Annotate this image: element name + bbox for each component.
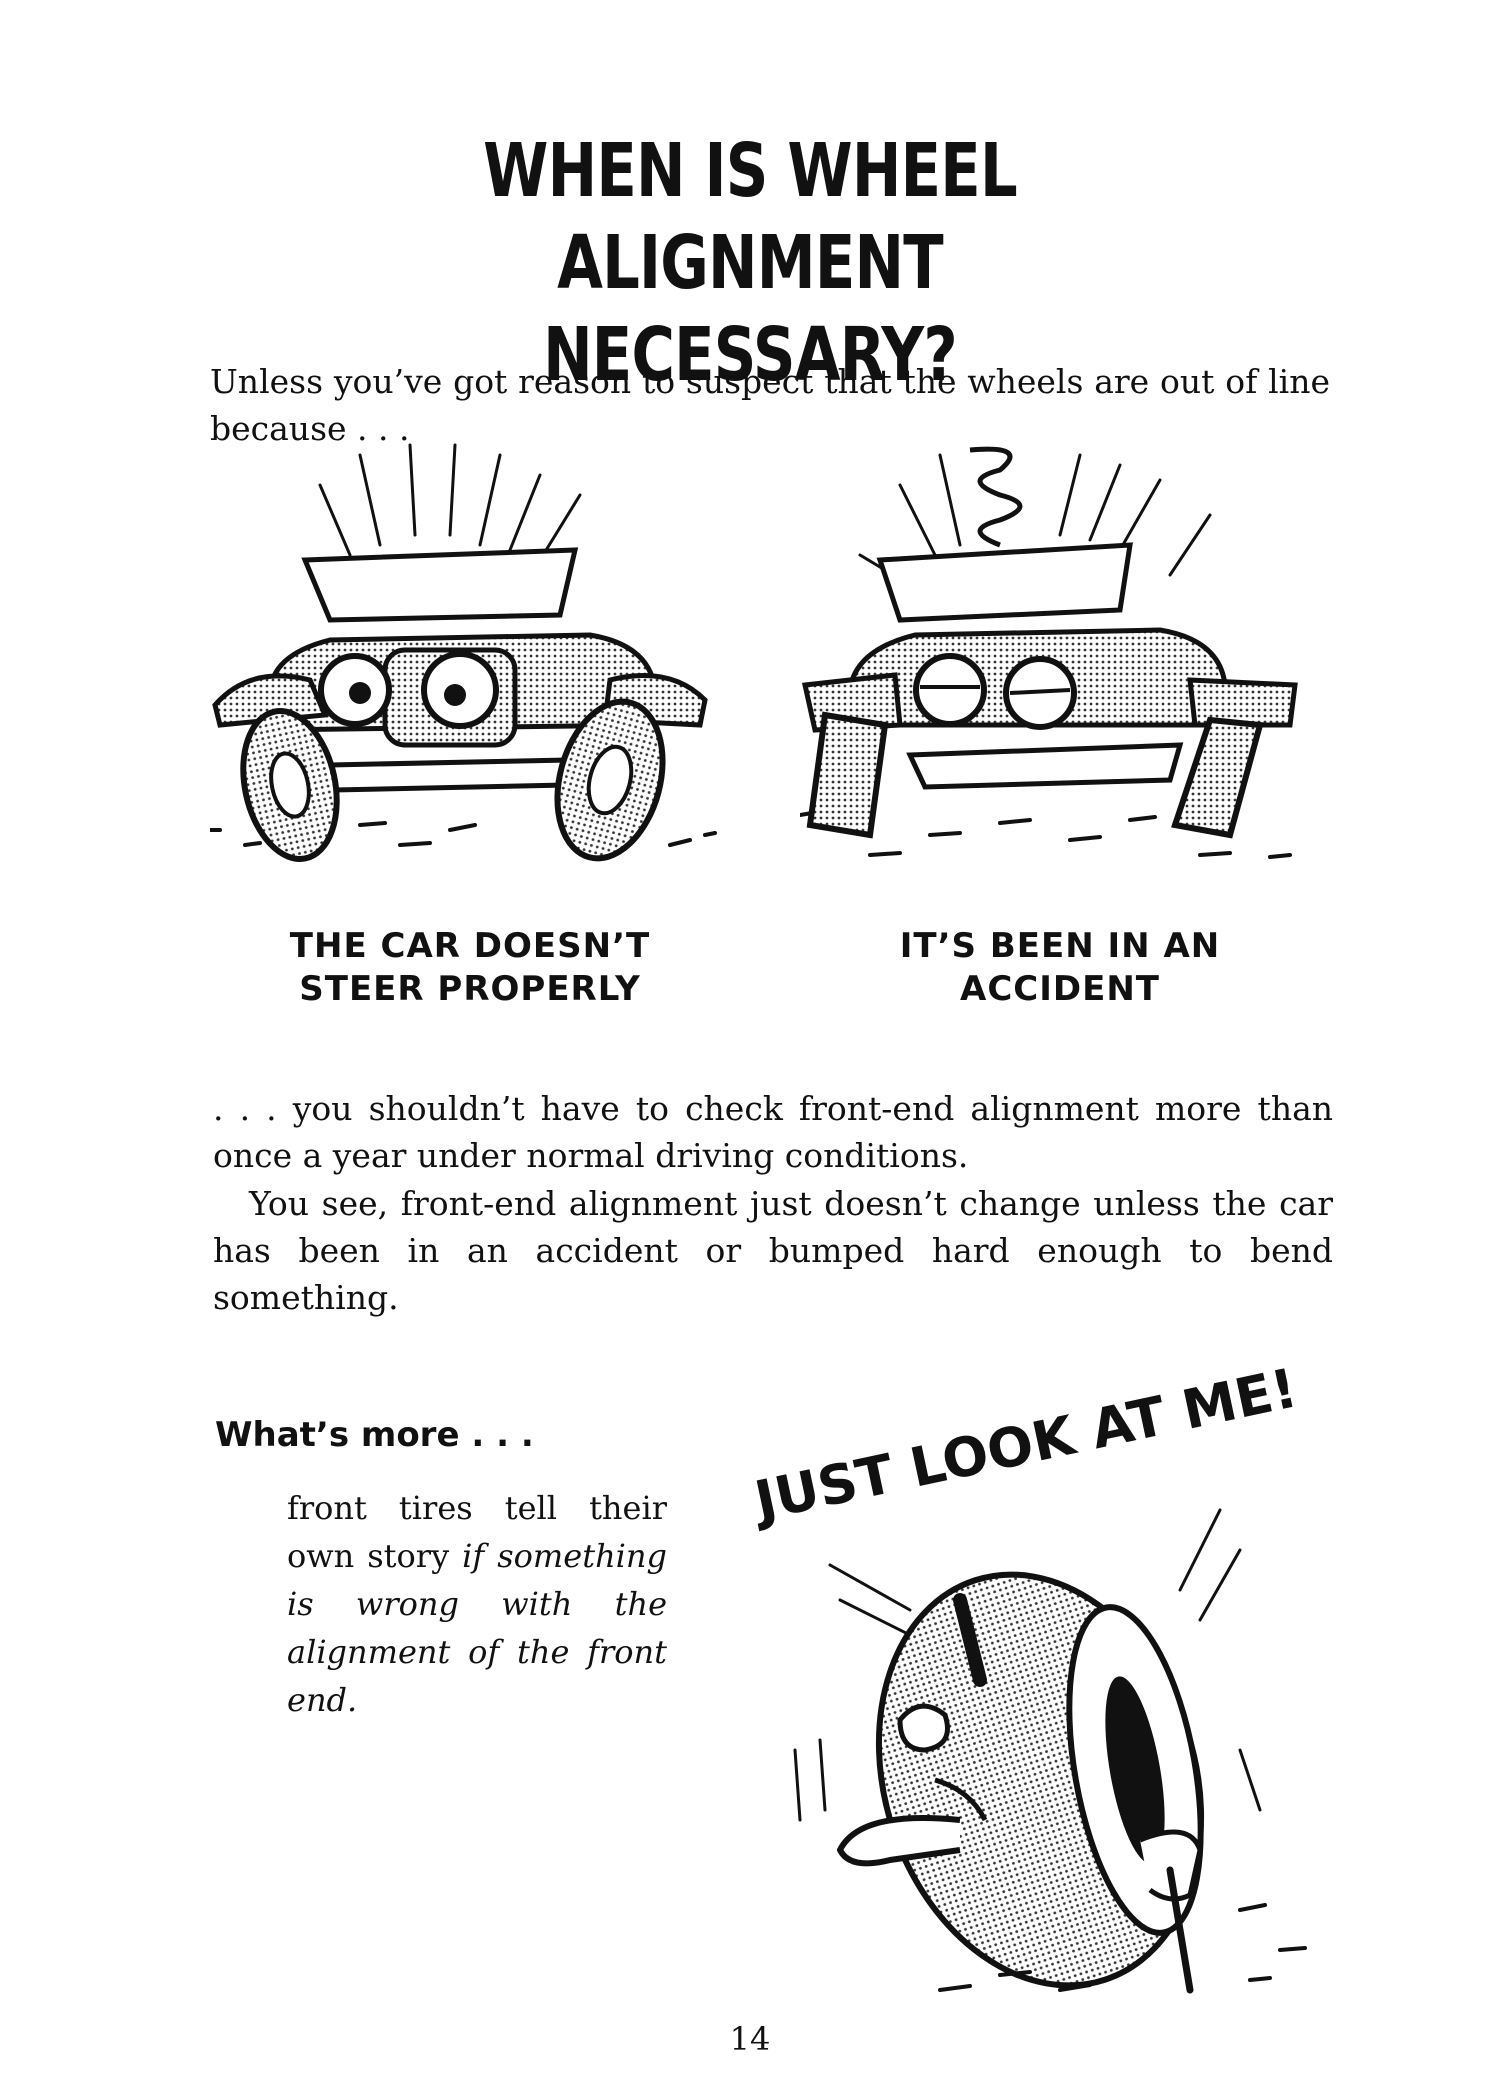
aside-text-plain: front tires tell their own story	[287, 1489, 667, 1575]
caption-accident: IT’S BEEN IN AN ACCIDENT	[820, 925, 1300, 1011]
aside-paragraph: front tires tell their own story if some…	[287, 1484, 667, 1724]
aside-text-italic: if something is wrong with the alignment…	[287, 1537, 668, 1719]
body-paragraph-2: You see, front-end alignment just doesn’…	[213, 1184, 1333, 1317]
tire-character-illustration: JUST LOOK AT ME!	[746, 1356, 1307, 1994]
body-paragraph-1: . . . you shouldn’t have to check front-…	[213, 1089, 1333, 1175]
intro-paragraph: Unless you’ve got reason to suspect that…	[210, 362, 1330, 448]
caption-right-line-2: ACCIDENT	[960, 969, 1160, 1009]
caption-left-line-1: THE CAR DOESN’T	[289, 926, 651, 966]
caption-left-line-2: STEER PROPERLY	[299, 969, 641, 1009]
title-line-1: WHEN IS WHEEL ALIGNMENT	[483, 128, 1018, 306]
page-number: 14	[729, 2020, 771, 2058]
car-misaligned-illustration	[210, 443, 717, 862]
caption-right-line-1: IT’S BEEN IN AN	[899, 926, 1221, 966]
aside-heading: What’s more . . .	[215, 1415, 534, 1455]
title-line-2: NECESSARY?	[543, 312, 958, 398]
tire-speech-text: JUST LOOK AT ME!	[746, 1356, 1303, 1533]
page-title: WHEN IS WHEEL ALIGNMENT NECESSARY?	[310, 125, 1190, 401]
caption-steer-properly: THE CAR DOESN’T STEER PROPERLY	[230, 925, 710, 1011]
car-accident-illustration	[800, 446, 1298, 859]
